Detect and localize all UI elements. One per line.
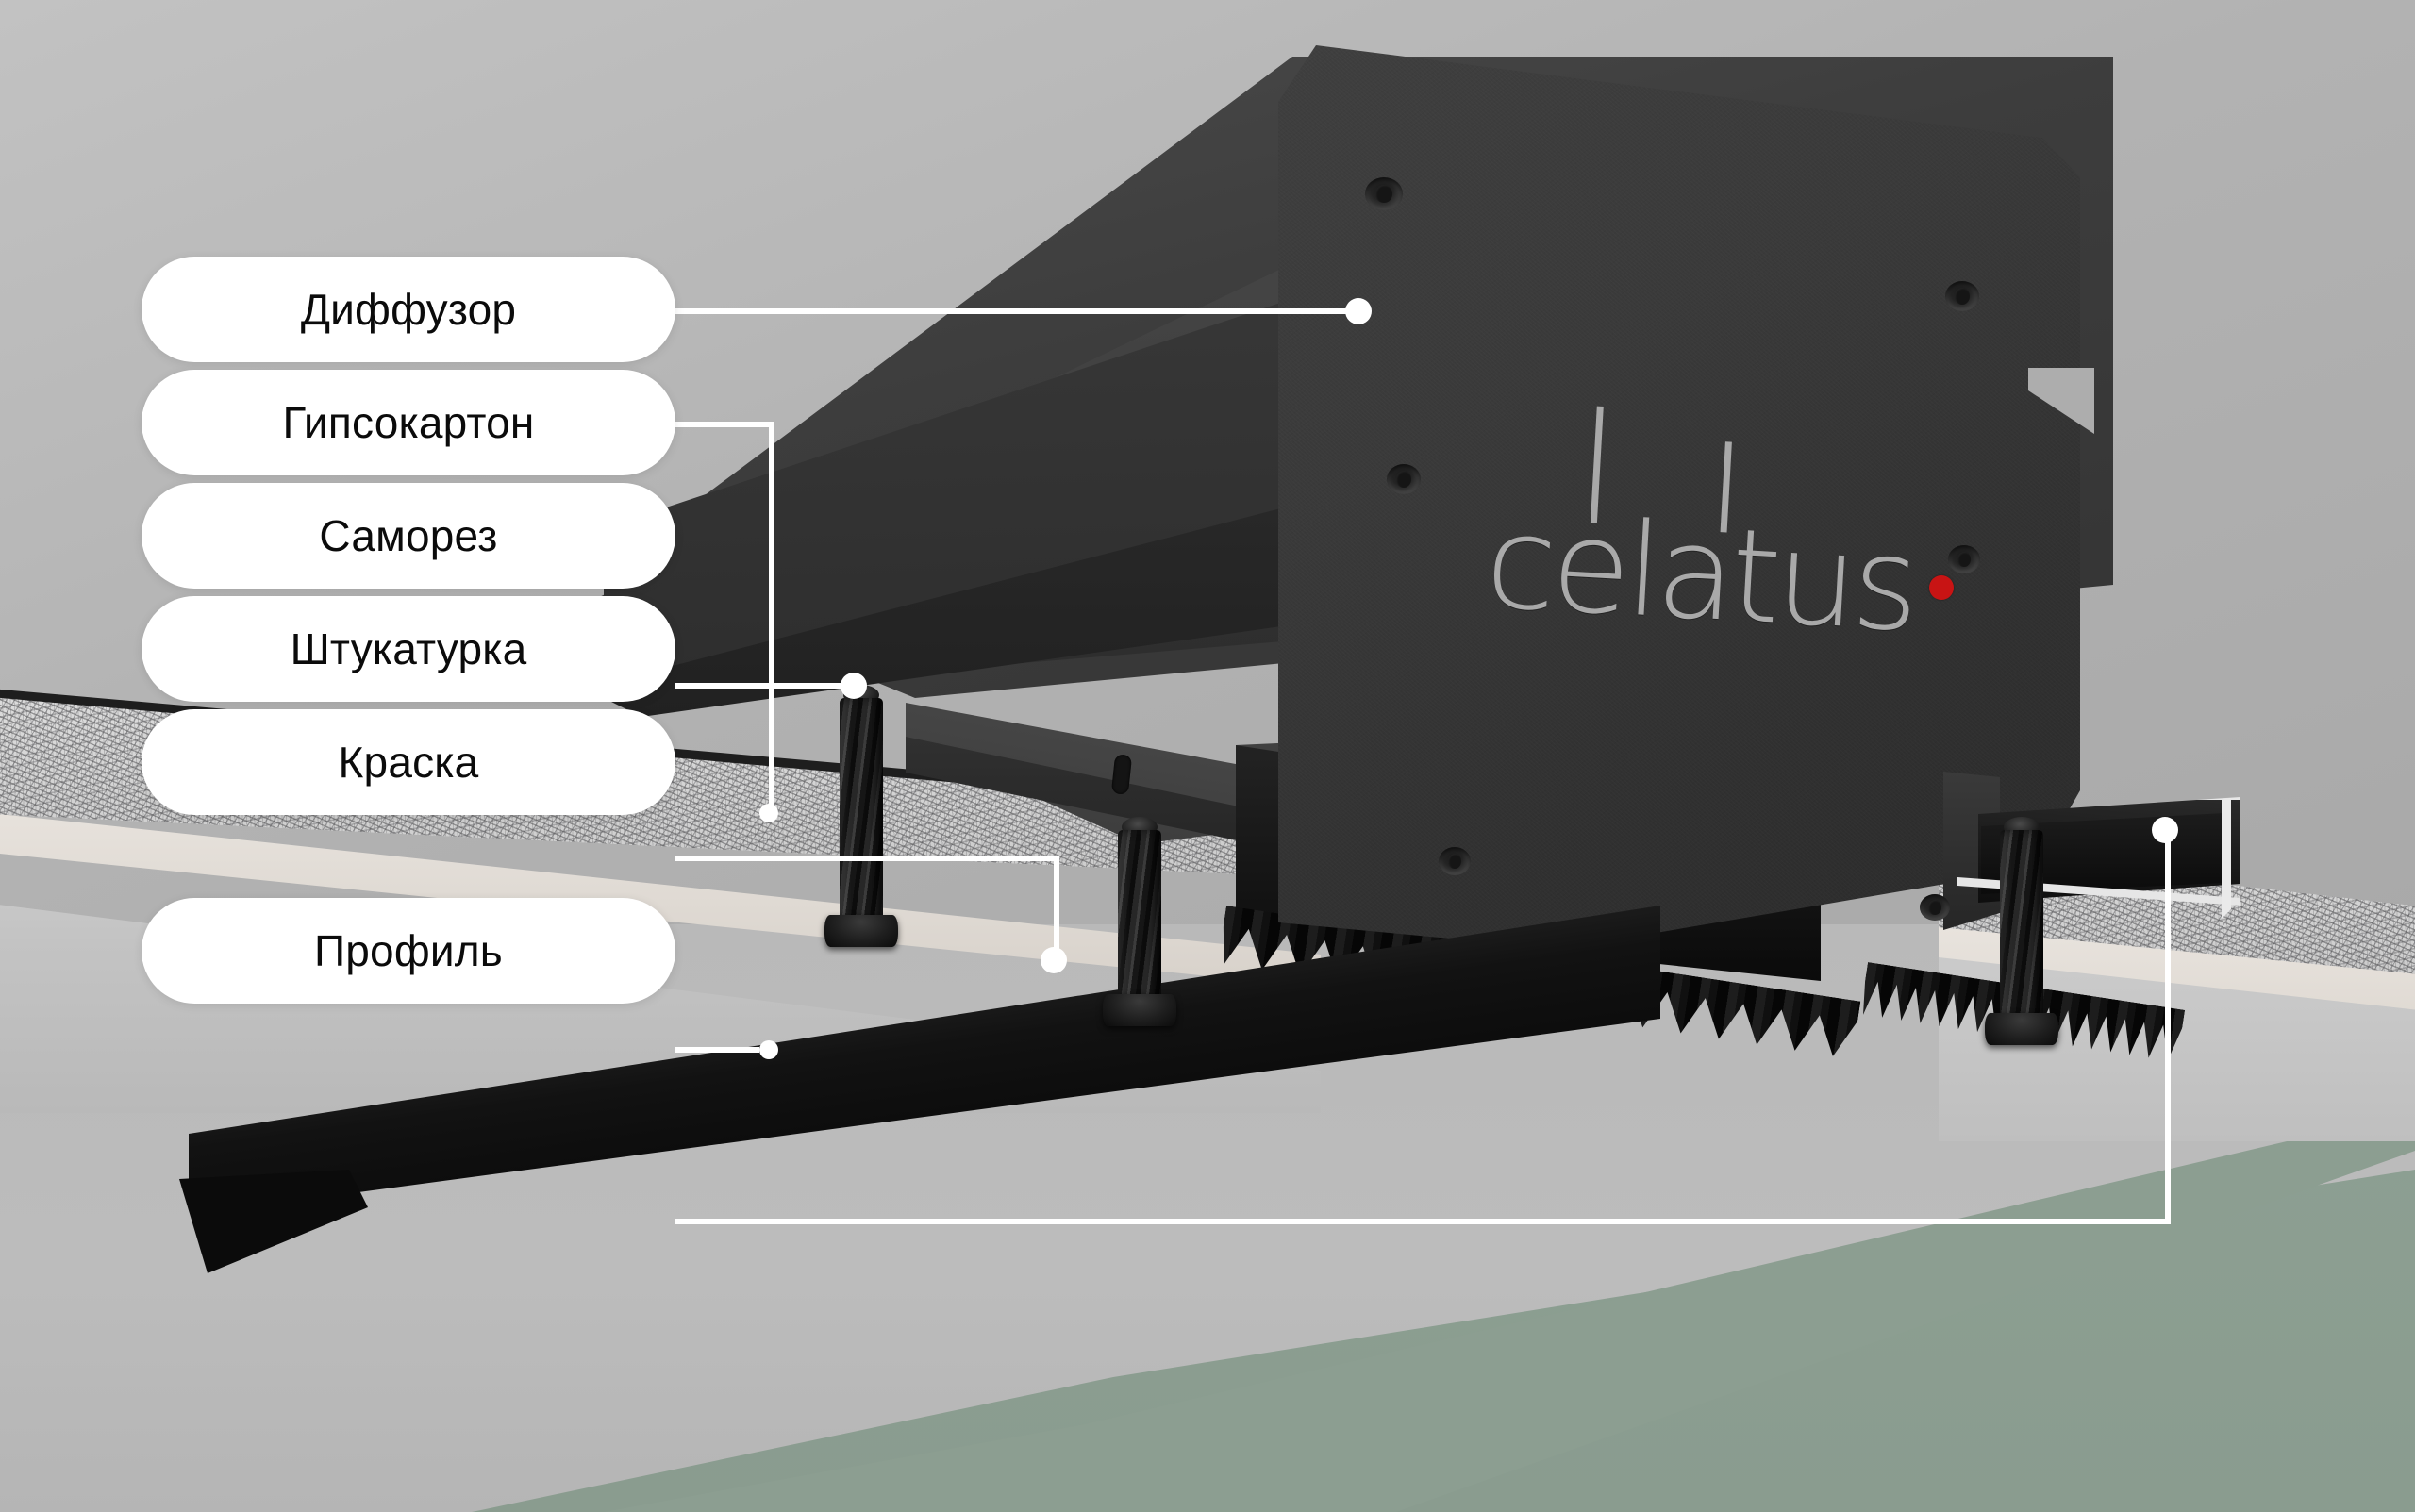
drywall-leader-v [769, 422, 774, 813]
screw-hole-bore [1375, 184, 1392, 204]
screw-hole-bore [1927, 900, 1942, 915]
callout-label-text: Краска [338, 738, 479, 787]
screw-leader-dot [841, 673, 867, 699]
callout-label-text: Саморез [319, 511, 498, 560]
screw-head [824, 915, 898, 947]
screw-right [1985, 817, 2058, 1045]
screw-hole [1920, 894, 1950, 922]
callout-label-drywall[interactable]: Гипсокартон [142, 370, 675, 475]
logo-accent-dot [1929, 575, 1954, 600]
screw-hole [1948, 545, 1980, 573]
screw-hole [1439, 847, 1471, 875]
paint-leader [675, 1047, 759, 1053]
profile-leader-dot [2152, 817, 2178, 843]
callout-label-text: Гипсокартон [282, 398, 535, 447]
screw-shaft [840, 698, 883, 921]
callout-label-text: Профиль [314, 926, 503, 975]
screw-shaft [1118, 830, 1161, 1000]
profile-leader-v [2165, 839, 2171, 1221]
callout-label-text: Диффузор [300, 285, 517, 334]
drywall-leader-dot [759, 804, 778, 822]
screw-hole-bore [1957, 551, 1972, 568]
callout-label-plaster[interactable]: Штукатурка [142, 596, 675, 702]
plaster-leader-h [675, 856, 1059, 861]
callout-label-text: Штукатурка [290, 624, 527, 673]
celatus-logo: celatus [1482, 406, 1919, 661]
callout-label-profile[interactable]: Профиль [142, 898, 675, 1004]
diffuser-leader-dot [1345, 298, 1372, 324]
screw-hole [1945, 281, 1979, 311]
screw-hole-bore [1955, 287, 1970, 305]
screw-hole [1365, 177, 1403, 211]
screw-hole [1387, 464, 1421, 494]
screw-head [1985, 1013, 2058, 1045]
plaster-leader-v [1054, 856, 1059, 960]
profile-leader-h [675, 1219, 2171, 1224]
plaster-leader-dot [1041, 947, 1067, 973]
callout-label-paint[interactable]: Краска [142, 709, 675, 815]
logo-text: celatus [1481, 488, 1920, 661]
screw-head [1103, 994, 1176, 1026]
screw-leader [675, 683, 844, 689]
screw-hole-bore [1396, 470, 1411, 488]
diffuser-leader [675, 308, 1349, 314]
screw-left [824, 685, 898, 947]
screw-hole-bore [1447, 853, 1462, 870]
callout-label-screw[interactable]: Саморез [142, 483, 675, 589]
callout-label-diffuser[interactable]: Диффузор [142, 257, 675, 362]
screw-shaft [2000, 830, 2043, 1019]
profile-edge-highlight [2222, 798, 2231, 919]
paint-leader-dot [759, 1040, 778, 1059]
drywall-leader-h [675, 422, 774, 427]
screw-mid [1103, 817, 1176, 1026]
